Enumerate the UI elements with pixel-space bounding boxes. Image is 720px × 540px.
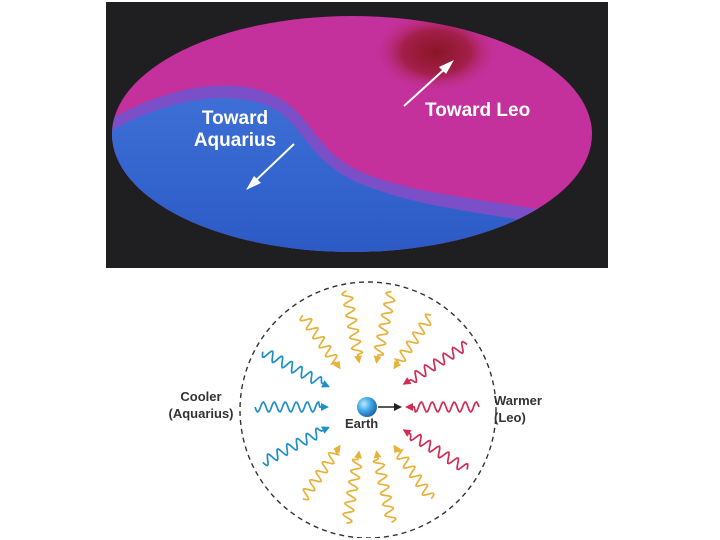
photon-wave-red-3 [405, 400, 480, 414]
warmer-line1: Warmer [494, 393, 542, 408]
sky-map-svg [112, 16, 592, 252]
toward-aquarius-label: Toward Aquarius [186, 108, 284, 152]
dipole-svg [239, 281, 497, 538]
photon-wave-yellow-13 [302, 444, 341, 501]
photon-waves [254, 290, 480, 525]
dipole-diagram [160, 280, 560, 538]
warmer-label: Warmer (Leo) [494, 392, 542, 426]
photon-wave-red-5 [402, 340, 468, 385]
toward-aquarius-line2: Aquarius [193, 130, 277, 151]
photon-wave-red-4 [402, 429, 469, 471]
photon-wave-yellow-6 [373, 290, 396, 364]
photon-wave-blue-2 [261, 350, 331, 388]
cool-region [112, 98, 592, 252]
photon-wave-yellow-9 [299, 314, 341, 370]
photon-wave-yellow-7 [341, 290, 364, 364]
warmer-line2: (Leo) [494, 410, 526, 425]
arrow-toward-aquarius [246, 143, 295, 190]
earth-label: Earth [345, 416, 379, 431]
dipole-boundary-circle [239, 281, 497, 538]
photon-wave-yellow-11 [342, 450, 363, 525]
photon-wave-blue-0 [254, 400, 329, 414]
toward-leo-label: Toward Leo [425, 100, 531, 121]
sky-map-panel [106, 2, 608, 268]
photon-wave-yellow-12 [393, 444, 435, 500]
photon-wave-yellow-10 [372, 450, 397, 524]
cooler-label: Cooler (Aquarius) [164, 388, 238, 422]
photon-wave-blue-1 [262, 426, 331, 467]
cooler-line2: (Aquarius) [168, 406, 234, 421]
hot-spot [374, 16, 498, 92]
earth-sphere [357, 397, 377, 417]
arrow-toward-leo [403, 60, 454, 107]
cooler-line1: Cooler [180, 389, 222, 404]
toward-aquarius-line1: Toward [201, 108, 269, 129]
photon-wave-yellow-8 [393, 313, 432, 370]
